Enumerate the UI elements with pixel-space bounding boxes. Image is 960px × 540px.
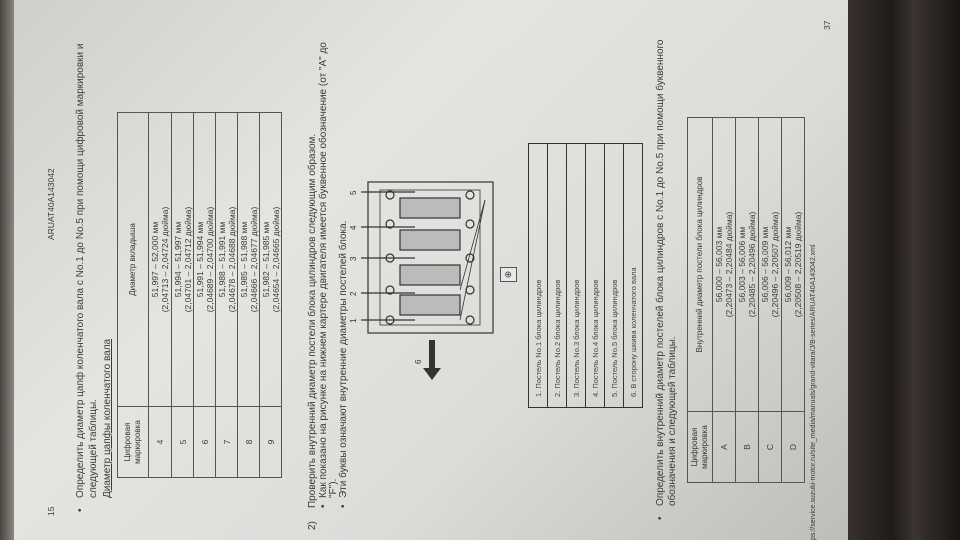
value-mm: 51,988 – 51,991 мм <box>216 221 227 298</box>
legend-item: 1. Постель No.1 блока цилиндров <box>528 143 548 408</box>
legend-item: 6. В сторону шкива коленчатого вала <box>623 143 643 408</box>
value-in: (2,04678 – 2,04688 дюйма) <box>226 206 237 313</box>
cylinder-block-bore-table: Цифровая маркировка Внутренний диаметр п… <box>687 117 805 483</box>
legend-row: 4. Постель No.4 блока цилиндров <box>585 143 605 408</box>
background-fabric <box>845 0 960 540</box>
page-left-number: 15 <box>46 506 56 516</box>
table-header-row: Цифровая маркировка Диаметр вкладыша <box>117 112 149 478</box>
cell-value: 56,000 – 56,003 мм(2,20473 – 2,20484 дюй… <box>712 117 736 412</box>
doc-code: ARUAT40A143042 <box>46 168 56 240</box>
page-number: 37 <box>822 20 832 30</box>
cell-value: 51,985 – 51,988 мм(2,04666 – 2,04677 дюй… <box>237 112 260 407</box>
diagram-label-3: 3 <box>349 256 358 261</box>
cell-value: 51,991 – 51,994 мм(2,04689 – 2,04700 дюй… <box>193 112 216 407</box>
col-header-diameter: Диаметр вкладыша <box>117 112 149 407</box>
bullet-dot: • <box>75 508 86 512</box>
table-header-row: Цифровая маркировка Внутренний диаметр п… <box>687 117 713 483</box>
value-mm: 56,003 – 56,006 мм <box>737 226 747 303</box>
section2-number: 2) <box>307 521 318 530</box>
col-header-marking: Цифровая маркировка <box>117 406 149 478</box>
legend-item: 2. Постель No.2 блока цилиндров <box>547 143 567 408</box>
diagram-label-4: 4 <box>349 225 358 230</box>
section3-text-cont: обозначения и следующей таблицы. <box>667 336 678 506</box>
diagram-label-6: 6 <box>414 359 423 364</box>
cell-value: 51,997 – 52,000 мм(2,04713 – 2,04724 дюй… <box>148 112 172 407</box>
section1-text-cont: следующей таблицы. <box>88 399 99 498</box>
value-in: (2,20496 – 2,20507 дюйма) <box>770 211 780 318</box>
legend-row: 6. В сторону шкива коленчатого вала <box>623 143 643 408</box>
cylinder-block-diagram: 1 2 3 4 5 6 <box>349 181 494 380</box>
bullet-dot: • <box>338 504 349 508</box>
cell-value: 56,009 – 56,012 мм(2,20508 – 2,20519 дюй… <box>781 117 805 412</box>
cell-mark: 8 <box>237 406 260 478</box>
value-in: (2,04666 – 2,04677 дюйма) <box>248 206 259 313</box>
cell-mark: 5 <box>171 406 194 478</box>
cell-mark: B <box>735 411 759 483</box>
legend-item: 3. Постель No.3 блока цилиндров <box>566 143 586 408</box>
value-in: (2,20485 – 2,20496 дюйма) <box>747 211 757 318</box>
value-mm: 51,985 – 51,988 мм <box>238 221 249 298</box>
legend-row: 5. Постель No.5 блока цилиндров <box>604 143 624 408</box>
cell-mark: C <box>758 411 782 483</box>
value-in: (2,04701 – 2,04712 дюйма) <box>182 206 193 313</box>
legend-item: 5. Постель No.5 блока цилиндров <box>604 143 624 408</box>
footer-url: ps://service.suzuki-motor.ru/site_media/… <box>810 244 817 540</box>
legend-row: 3. Постель No.3 блока цилиндров <box>566 143 586 408</box>
legend-row: 1. Постель No.1 блока цилиндров <box>528 143 548 408</box>
value-mm: 56,009 – 56,012 мм <box>783 226 793 303</box>
table1-title: Диаметр цапфы коленчатого вала <box>102 338 113 498</box>
diagram-label-1: 1 <box>349 318 358 323</box>
bullet-dot: • <box>318 504 329 508</box>
value-mm: 56,006 – 56,009 мм <box>760 226 770 303</box>
value-mm: 51,994 – 51,997 мм <box>172 221 183 298</box>
cell-mark: 4 <box>148 406 172 478</box>
cell-value: 51,982 – 51,985 мм(2,04654 – 2,04665 дюй… <box>259 112 282 407</box>
cell-mark: D <box>781 411 805 483</box>
col-header-diameter: Внутренний диаметр постели блока цилиндр… <box>687 117 713 412</box>
legend-item: 4. Постель No.4 блока цилиндров <box>585 143 605 408</box>
legend-row: 2. Постель No.2 блока цилиндров <box>547 143 567 408</box>
diagram-label-2: 2 <box>349 291 358 296</box>
value-mm: 51,982 – 51,985 мм <box>260 221 271 298</box>
cell-value: 51,988 – 51,991 мм(2,04678 – 2,04688 дюй… <box>215 112 238 407</box>
diagram-label-5: 5 <box>349 190 358 195</box>
value-mm: 56,000 – 56,003 мм <box>714 226 724 303</box>
bullet-dot: • <box>655 516 666 520</box>
value-in: (2,20473 – 2,20484 дюйма) <box>724 211 734 318</box>
value-mm: 51,997 – 52,000 мм <box>150 221 160 298</box>
cell-mark: 7 <box>215 406 238 478</box>
section3-text: Определить внутренний диаметр постелей б… <box>655 39 666 507</box>
paper-edge-shadow <box>0 0 14 540</box>
value-in: (2,04689 – 2,04700 дюйма) <box>204 206 215 313</box>
diagram-legend-table: 1. Постель No.1 блока цилиндров 2. Посте… <box>528 143 643 408</box>
cell-mark: A <box>712 411 736 483</box>
value-mm: 51,991 – 51,994 мм <box>194 221 205 298</box>
value-in: (2,20508 – 2,20519 дюйма) <box>793 211 803 318</box>
cell-mark: 6 <box>193 406 216 478</box>
cell-value: 51,994 – 51,997 мм(2,04701 – 2,04712 дюй… <box>171 112 194 407</box>
value-in: (2,04713 – 2,04724 дюйма) <box>160 206 170 313</box>
cell-value: 56,003 – 56,006 мм(2,20485 – 2,20496 дюй… <box>735 117 759 412</box>
section1-text: Определить диаметр цапф коленчатого вала… <box>75 43 86 498</box>
cell-value: 56,006 – 56,009 мм(2,20496 – 2,20507 дюй… <box>758 117 782 412</box>
col-header-marking: Цифровая маркировка <box>687 411 713 483</box>
direction-arrow-icon <box>423 340 441 380</box>
value-in: (2,04654 – 2,04665 дюйма) <box>270 206 281 313</box>
zoom-figure-icon[interactable]: ⊕ <box>500 267 517 282</box>
section2-bullet1: Как показано на рисунке на нижнем картер… <box>318 42 329 498</box>
cell-mark: 9 <box>259 406 282 478</box>
